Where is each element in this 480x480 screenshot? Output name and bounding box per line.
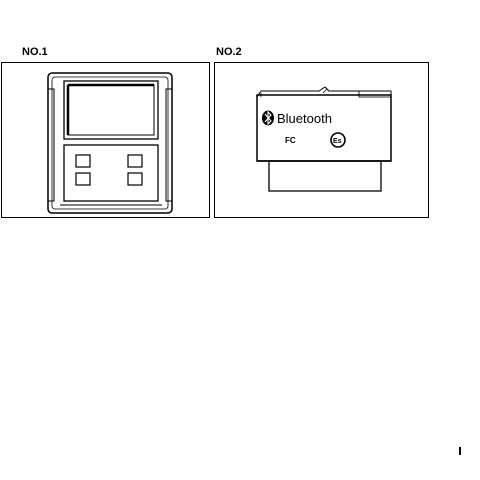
- side-bottom-block: [268, 160, 382, 192]
- panel-2-label: NO.2: [216, 46, 242, 58]
- device-outer-body: [47, 72, 173, 214]
- screen-glass: [67, 84, 155, 136]
- panel-1-label: NO.1: [22, 46, 48, 58]
- button-top-right: [127, 154, 143, 168]
- ce-certification-text: Es: [333, 138, 342, 145]
- bluetooth-icon: [262, 110, 274, 126]
- button-bottom-right: [127, 172, 143, 186]
- button-bottom-left: [75, 172, 91, 186]
- button-top-left: [75, 154, 91, 168]
- screen-frame: [63, 80, 159, 140]
- fc-certification-icon: FC: [285, 136, 296, 145]
- panel-2-side-view: Bluetooth FC Es: [214, 62, 429, 218]
- edge-tick-mark: [459, 447, 461, 455]
- keypad-area: [63, 144, 159, 202]
- device-side-drawing: Bluetooth FC Es: [256, 86, 392, 192]
- side-main-body: [256, 94, 392, 162]
- side-top-detail: [260, 88, 328, 97]
- right-clip: [165, 88, 173, 202]
- bluetooth-brand-text: Bluetooth: [277, 111, 332, 126]
- panel-1-front-view: [1, 62, 210, 218]
- device-front-drawing: [47, 72, 173, 214]
- ce-certification-icon: Es: [330, 132, 346, 148]
- device-inner-body: [51, 76, 169, 210]
- left-clip: [47, 88, 55, 202]
- side-top-right-step: [358, 90, 392, 98]
